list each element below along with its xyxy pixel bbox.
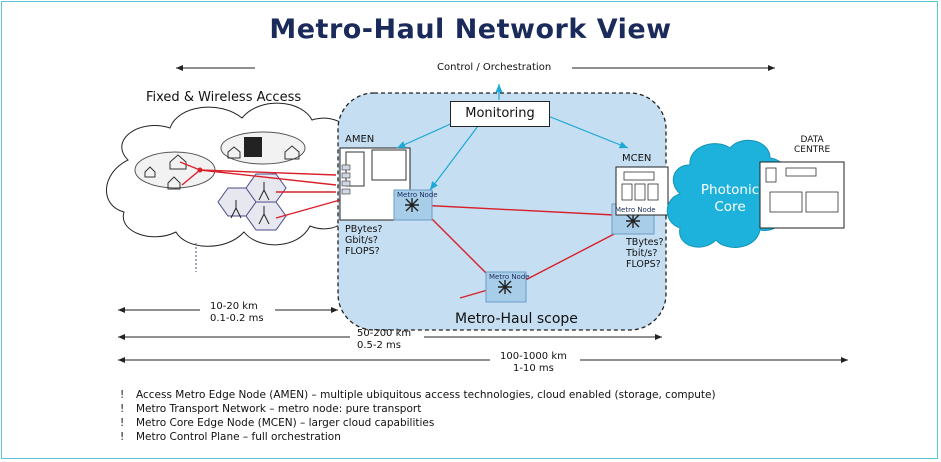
access-aggregation-point — [197, 167, 203, 173]
mcen-label: MCEN — [622, 153, 652, 164]
monitoring-arrows — [396, 84, 629, 191]
antenna-icons — [230, 182, 270, 225]
bullet-list: ! Access Metro Edge Node (AMEN) – multipl… — [120, 388, 716, 444]
bullet-text: Metro Control Plane – full orchestration — [136, 431, 341, 443]
access-label: Fixed & Wireless Access — [146, 90, 302, 105]
metro-haul-scope-label: Metro-Haul scope — [455, 311, 578, 327]
bullet-text: Metro Core Edge Node (MCEN) – larger clo… — [136, 417, 435, 429]
bullet-text: Metro Transport Network – metro node: pu… — [136, 403, 422, 415]
distance-metro-ms: 0.5-2 ms — [357, 340, 402, 351]
photonic-core-line2: Core — [714, 199, 746, 215]
mcen-capacity-compute: FLOPS? — [626, 259, 661, 270]
amen-capacity-storage: PBytes? — [345, 224, 383, 235]
distance-access-km: 10-20 km — [210, 301, 258, 312]
amen-capacity-compute: FLOPS? — [345, 246, 380, 257]
metro-node-label: Metro Node — [615, 206, 656, 214]
building-ellipse — [220, 131, 306, 165]
mcen-capacity-storage: TBytes? — [626, 237, 664, 248]
mcen-servers — [621, 171, 659, 201]
photonic-core-label: Photonic Core — [693, 182, 767, 216]
distance-metro: 50-200 km 0.5-2 ms — [357, 328, 411, 352]
distance-core: 100-1000 km 1-10 ms — [500, 351, 567, 375]
photonic-core-cloud — [666, 139, 788, 248]
data-centre-label: DATA CENTRE — [794, 135, 830, 155]
amen-ports — [341, 164, 351, 195]
bullet-mark: ! — [120, 389, 125, 401]
amen-server — [371, 149, 407, 181]
bullet-item: ! Access Metro Edge Node (AMEN) – multipl… — [120, 388, 716, 402]
bullet-item: ! Metro Control Plane – full orchestratio… — [120, 430, 716, 444]
metro-node-middle — [485, 271, 527, 303]
bullet-mark: ! — [120, 431, 125, 443]
bullet-text: Access Metro Edge Node (AMEN) – multiple… — [136, 389, 716, 401]
metro-node-amen — [393, 189, 433, 221]
distance-metro-km: 50-200 km — [357, 328, 412, 339]
bullet-mark: ! — [120, 403, 125, 415]
building-icon — [244, 137, 262, 157]
bullet-item: ! Metro Transport Network – metro node: p… — [120, 402, 716, 416]
amen-label: AMEN — [345, 134, 375, 145]
hex-cell-icon — [245, 201, 287, 231]
house-icons — [144, 145, 300, 190]
amen-capacity: PBytes? Gbit/s? FLOPS? — [345, 224, 382, 257]
photonic-core-line1: Photonic — [700, 182, 760, 198]
mcen-capacity: TBytes? Tbit/s? FLOPS? — [626, 237, 664, 270]
bullet-mark: ! — [120, 417, 125, 429]
control-orchestration-label: Control / Orchestration — [434, 62, 555, 73]
data-centre-servers — [765, 167, 839, 213]
page-title: Metro-Haul Network View — [269, 14, 672, 45]
data-centre-label-line2: CENTRE — [794, 145, 831, 155]
data-centre-label-line1: DATA — [800, 135, 824, 145]
distance-core-ms: 1-10 ms — [513, 363, 554, 374]
distance-core-km: 100-1000 km — [500, 351, 567, 362]
amen-capacity-bandwidth: Gbit/s? — [345, 235, 378, 246]
bullet-item: ! Metro Core Edge Node (MCEN) – larger cl… — [120, 416, 716, 430]
metro-node-label: Metro Node — [489, 273, 530, 281]
metro-node-label: Metro Node — [397, 191, 438, 199]
distance-access: 10-20 km 0.1-0.2 ms — [210, 301, 264, 325]
distance-access-ms: 0.1-0.2 ms — [210, 313, 264, 324]
monitoring-box: Monitoring — [450, 101, 550, 127]
distance-arrows — [118, 307, 848, 363]
mcen-capacity-bandwidth: Tbit/s? — [626, 248, 658, 259]
